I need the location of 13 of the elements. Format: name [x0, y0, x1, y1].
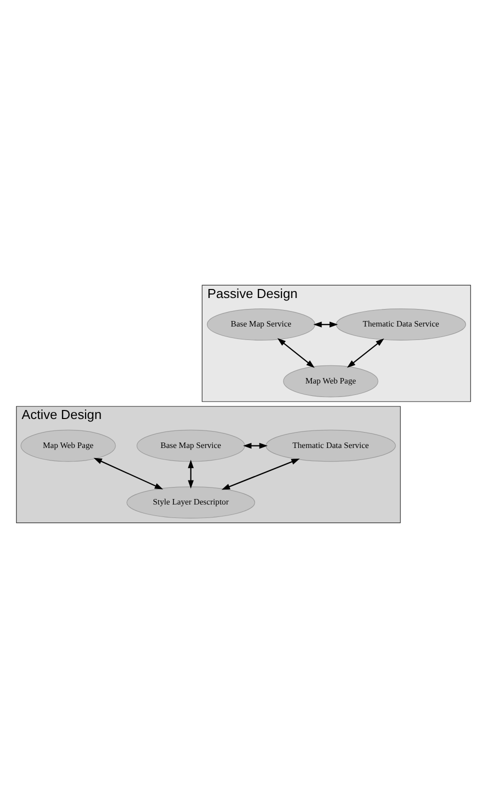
- arrow: [221, 458, 300, 490]
- node-ellipse: Base Map Service: [206, 308, 315, 340]
- node-ellipse: Map Web Page: [20, 430, 116, 462]
- arrow: [187, 460, 194, 489]
- arrow: [346, 338, 384, 368]
- arrow: [93, 458, 163, 490]
- arrow: [242, 442, 268, 449]
- arrow: [276, 338, 314, 368]
- node-ellipse: Thematic Data Service: [335, 308, 466, 340]
- node-ellipse: Map Web Page: [282, 365, 378, 398]
- node-ellipse: Base Map Service: [136, 430, 244, 462]
- node-ellipse: Style Layer Descriptor: [126, 486, 255, 518]
- node-ellipse: Thematic Data Service: [265, 430, 396, 462]
